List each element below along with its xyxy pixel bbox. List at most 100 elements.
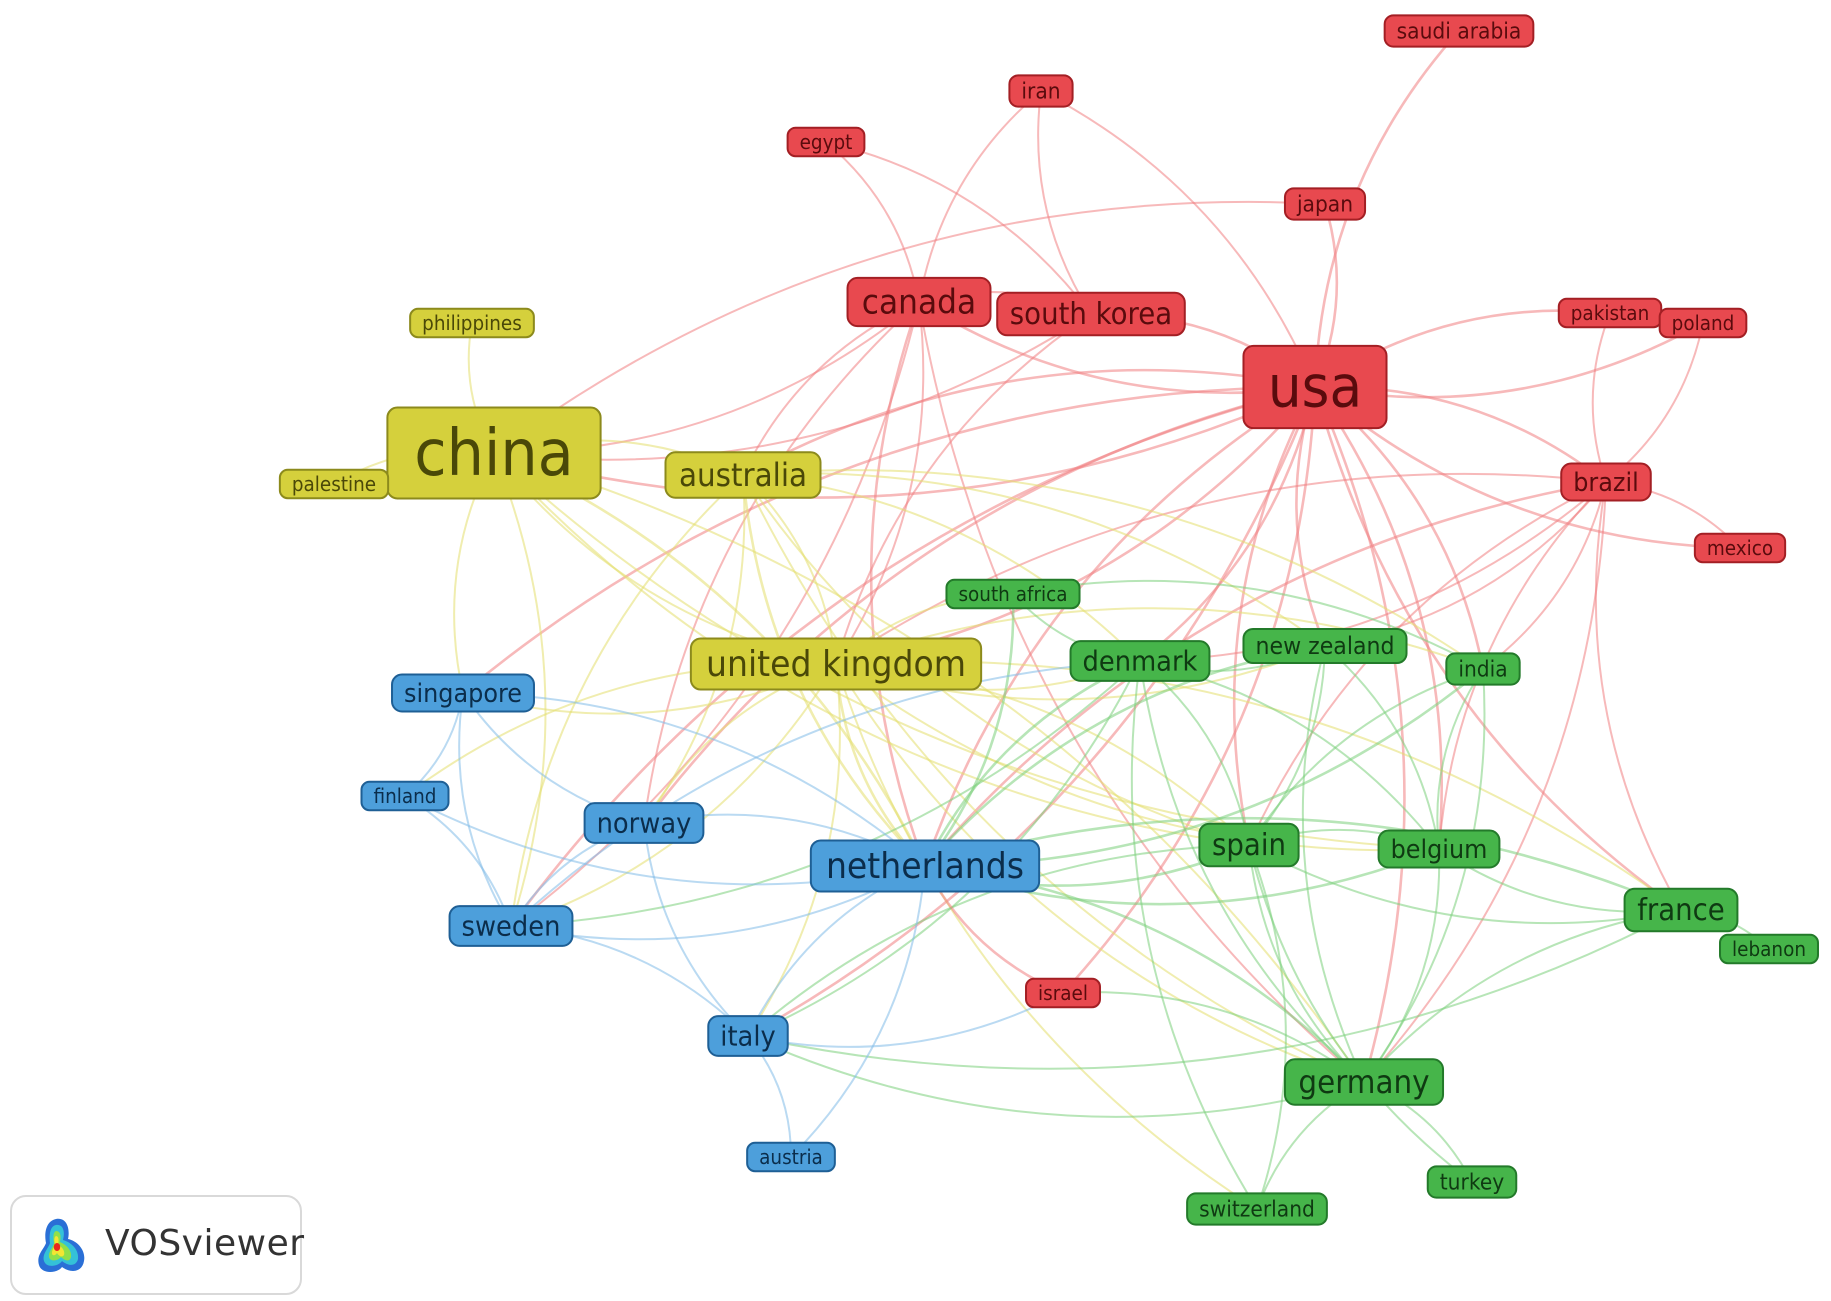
node-box[interactable] [664, 451, 822, 499]
node-label: palestine [292, 472, 376, 496]
link-australia-germany [742, 474, 1365, 1083]
node-box[interactable] [1025, 977, 1101, 1009]
node-box[interactable] [786, 126, 866, 158]
link-usa-united_kingdom [835, 386, 1316, 666]
node-egypt[interactable]: egypt [786, 126, 866, 158]
link-brazil-india [1482, 481, 1607, 670]
node-label: china [414, 417, 573, 491]
node-box[interactable] [1242, 344, 1388, 430]
node-label: saudi arabia [1397, 19, 1522, 44]
link-australia-new_zealand [742, 472, 1326, 647]
node-box[interactable] [746, 1141, 836, 1173]
node-brazil[interactable]: brazil [1560, 462, 1652, 502]
node-china[interactable]: china [386, 406, 602, 500]
node-label: switzerland [1199, 1197, 1315, 1222]
link-brazil-netherlands [924, 480, 1607, 867]
link-south_africa-netherlands [923, 593, 1015, 867]
node-australia[interactable]: australia [664, 451, 822, 499]
node-belgium[interactable]: belgium [1377, 829, 1501, 869]
node-usa[interactable]: usa [1242, 344, 1388, 430]
node-box[interactable] [391, 673, 535, 713]
link-sweden-denmark [510, 660, 1141, 927]
link-belgium-germany [1363, 848, 1441, 1083]
node-iran[interactable]: iran [1008, 74, 1074, 108]
node-lebanon[interactable]: lebanon [1719, 933, 1819, 965]
node-label: japan [1296, 192, 1353, 217]
node-box[interactable] [1198, 822, 1300, 868]
link-usa-spain [1232, 386, 1317, 846]
link-japan-china [493, 200, 1326, 454]
node-box[interactable] [689, 637, 983, 691]
node-south-africa[interactable]: south africa [945, 578, 1081, 610]
link-india-germany [1363, 668, 1486, 1083]
link-usa-germany [1313, 386, 1406, 1083]
node-box[interactable] [1186, 1192, 1328, 1226]
node-netherlands[interactable]: netherlands [809, 839, 1041, 893]
link-south_korea-iran [1037, 90, 1092, 315]
node-pakistan[interactable]: pakistan [1557, 297, 1663, 329]
node-saudi-arabia[interactable]: saudi arabia [1383, 14, 1535, 48]
node-israel[interactable]: israel [1025, 977, 1101, 1009]
node-new-zealand[interactable]: new zealand [1242, 627, 1408, 665]
node-label: pakistan [1571, 301, 1650, 325]
node-box[interactable] [1445, 652, 1521, 686]
node-singapore[interactable]: singapore [391, 673, 535, 713]
node-box[interactable] [1283, 187, 1367, 221]
node-box[interactable] [1719, 933, 1819, 965]
node-label: denmark [1083, 645, 1199, 678]
node-box[interactable] [448, 905, 574, 947]
node-box[interactable] [1069, 640, 1211, 682]
node-philippines[interactable]: philippines [409, 307, 535, 339]
node-norway[interactable]: norway [583, 802, 705, 844]
node-box[interactable] [996, 291, 1186, 337]
node-label: france [1637, 893, 1725, 928]
node-sweden[interactable]: sweden [448, 905, 574, 947]
node-france[interactable]: france [1623, 887, 1739, 933]
node-box[interactable] [1383, 14, 1535, 48]
node-label: brazil [1573, 468, 1639, 498]
link-usa-belgium [1313, 386, 1443, 850]
node-turkey[interactable]: turkey [1426, 1165, 1518, 1199]
link-singapore-sweden [458, 692, 512, 927]
node-box[interactable] [386, 406, 602, 500]
node-south-korea[interactable]: south korea [996, 291, 1186, 337]
node-box[interactable] [1693, 532, 1787, 564]
node-finland[interactable]: finland [360, 780, 450, 812]
node-label: canada [862, 283, 976, 323]
node-box[interactable] [1242, 627, 1408, 665]
node-denmark[interactable]: denmark [1069, 640, 1211, 682]
node-box[interactable] [1623, 887, 1739, 933]
node-canada[interactable]: canada [846, 276, 992, 328]
node-austria[interactable]: austria [746, 1141, 836, 1173]
node-box[interactable] [360, 780, 450, 812]
vosviewer-logo: VOSviewer [10, 1195, 304, 1295]
node-india[interactable]: india [1445, 652, 1521, 686]
node-box[interactable] [1377, 829, 1501, 869]
node-box[interactable] [846, 276, 992, 328]
node-spain[interactable]: spain [1198, 822, 1300, 868]
node-box[interactable] [1283, 1058, 1445, 1106]
node-palestine[interactable]: palestine [278, 468, 390, 500]
node-box[interactable] [809, 839, 1041, 893]
node-box[interactable] [278, 468, 390, 500]
link-spain-italy [747, 844, 1250, 1037]
node-united-kingdom[interactable]: united kingdom [689, 637, 983, 691]
node-box[interactable] [583, 802, 705, 844]
node-box[interactable] [945, 578, 1081, 610]
node-box[interactable] [707, 1015, 789, 1057]
node-box[interactable] [1658, 307, 1748, 339]
node-poland[interactable]: poland [1658, 307, 1748, 339]
node-switzerland[interactable]: switzerland [1186, 1192, 1328, 1226]
node-italy[interactable]: italy [707, 1015, 789, 1057]
node-label: singapore [404, 679, 522, 709]
node-germany[interactable]: germany [1283, 1058, 1445, 1106]
node-mexico[interactable]: mexico [1693, 532, 1787, 564]
node-box[interactable] [1426, 1165, 1518, 1199]
node-box[interactable] [1560, 462, 1652, 502]
link-brazil-germany [1363, 481, 1607, 1083]
node-box[interactable] [409, 307, 535, 339]
node-box[interactable] [1008, 74, 1074, 108]
link-south_korea-egypt [825, 141, 1092, 315]
node-japan[interactable]: japan [1283, 187, 1367, 221]
